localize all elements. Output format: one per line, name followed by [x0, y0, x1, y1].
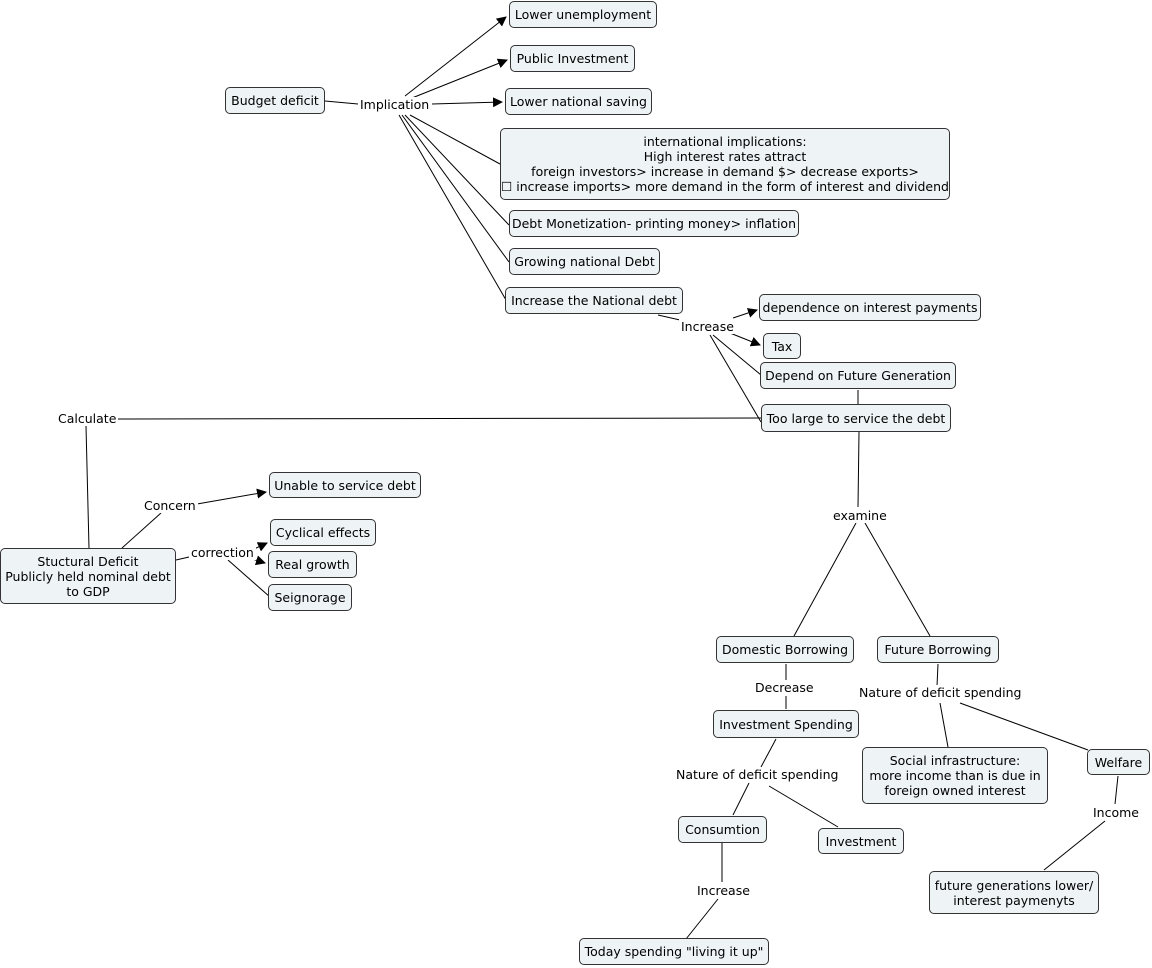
concept-seignorage[interactable]: Seignorage [268, 584, 352, 611]
social-line-3: foreign owned interest [884, 783, 1026, 798]
social-line-1: Social infrastructure: [889, 753, 1021, 768]
link-label-nature-right: Nature of deficit spending [857, 685, 1024, 700]
link-implication-monetization [404, 114, 510, 226]
link-label-increase-top: Increase [679, 319, 736, 334]
link-structural-calculate [85, 425, 90, 549]
link-structural-concern [121, 512, 162, 549]
concept-real-growth[interactable]: Real growth [268, 551, 357, 578]
concept-dependence-interest-payments[interactable]: dependence on interest payments [759, 294, 981, 321]
concept-today-spending[interactable]: Today spending "living it up" [579, 938, 769, 965]
link-label-increase-bottom: Increase [695, 883, 752, 898]
link-nature-consumption [732, 782, 750, 816]
link-increase-tax [729, 332, 761, 347]
concept-welfare[interactable]: Welfare [1087, 749, 1150, 775]
link-label-implication: Implication [358, 97, 432, 112]
concept-cyclical-effects[interactable]: Cyclical effects [270, 519, 376, 546]
international-line-3: foreign investors> increase in demand $>… [531, 164, 919, 179]
link-label-income: Income [1091, 805, 1141, 820]
link-label-decrease: Decrease [753, 680, 816, 695]
concept-increase-national-debt[interactable]: Increase the National debt [505, 287, 683, 314]
concept-structural-deficit[interactable]: Stuctural Deficit Publicly held nominal … [0, 548, 176, 604]
link-increase-today [685, 898, 719, 940]
link-implication-saving [431, 97, 503, 108]
link-calculate-too-large [116, 417, 763, 420]
structural-line-1: Stuctural Deficit [37, 553, 139, 569]
link-budget-implication [324, 100, 359, 105]
concept-social-infrastructure[interactable]: Social infrastructure: more income than … [862, 747, 1048, 804]
link-nature-social [939, 702, 949, 748]
link-future-nature [936, 663, 939, 687]
link-nature-welfare [959, 702, 1089, 751]
social-line-2: more income than is due in [869, 768, 1041, 783]
link-implication-increase-debt [398, 114, 507, 301]
international-line-1: international implications: [643, 134, 807, 149]
concept-lower-national-saving[interactable]: Lower national saving [505, 88, 652, 115]
link-implication-international [409, 114, 501, 165]
concept-domestic-borrowing[interactable]: Domestic Borrowing [716, 636, 854, 663]
concept-future-generations-lower[interactable]: future generations lower/ interest payme… [929, 871, 1099, 914]
link-examine-future [864, 522, 931, 637]
international-line-4: ☐ increase imports> more demand in the f… [501, 179, 949, 194]
future-gen-line-1: future generations lower/ [934, 877, 1094, 893]
link-concern-unable [196, 488, 267, 505]
link-income-future-generations [1043, 820, 1106, 871]
link-implication-growing [401, 114, 510, 263]
link-label-examine: examine [831, 508, 889, 523]
concept-investment-spending[interactable]: Investment Spending [713, 710, 859, 738]
concept-future-borrowing[interactable]: Future Borrowing [877, 636, 999, 663]
concept-unable-service-debt[interactable]: Unable to service debt [269, 472, 421, 498]
structural-line-2: Publicly held nominal debt [5, 568, 171, 584]
link-structural-correction [175, 556, 190, 561]
link-increase-too-large [709, 334, 762, 423]
concept-consumption[interactable]: Consumtion [678, 816, 767, 843]
link-label-calculate: Calculate [56, 411, 119, 426]
international-line-2: High interest rates attract [643, 149, 807, 164]
link-examine-domestic [793, 522, 857, 637]
concept-debt-monetization[interactable]: Debt Monetization- printing money> infla… [509, 210, 799, 237]
concept-lower-unemployment[interactable]: Lower unemployment [509, 1, 657, 28]
link-welfare-income [1114, 775, 1119, 805]
link-increase-future-generation [712, 334, 762, 376]
concept-budget-deficit[interactable]: Budget deficit [225, 87, 325, 114]
link-investment-spending-nature [760, 738, 777, 768]
link-label-nature-left: Nature of deficit spending [674, 767, 841, 782]
link-implication-unemployment [404, 16, 507, 97]
link-correction-seignorage [227, 559, 271, 598]
concept-investment[interactable]: Investment [818, 828, 904, 854]
link-too-large-examine [857, 431, 860, 508]
concept-too-large-service-debt[interactable]: Too large to service the debt [761, 404, 951, 432]
structural-line-3: to GDP [66, 583, 110, 599]
link-label-correction: correction [189, 545, 256, 560]
link-increase-dependence [732, 308, 758, 319]
concept-growing-national-debt[interactable]: Growing national Debt [509, 248, 660, 275]
link-implication-public [411, 58, 508, 99]
link-label-concern: Concern [142, 498, 198, 513]
concept-international-implications[interactable]: international implications: High interes… [500, 128, 950, 200]
future-gen-line-2: interest paymenyts [953, 892, 1075, 908]
concept-public-investment[interactable]: Public Investment [510, 45, 635, 72]
concept-tax[interactable]: Tax [763, 333, 801, 359]
link-national-debt-increase [657, 314, 681, 321]
concept-depend-future-generation[interactable]: Depend on Future Generation [760, 362, 956, 389]
link-nature-investment [768, 785, 839, 828]
